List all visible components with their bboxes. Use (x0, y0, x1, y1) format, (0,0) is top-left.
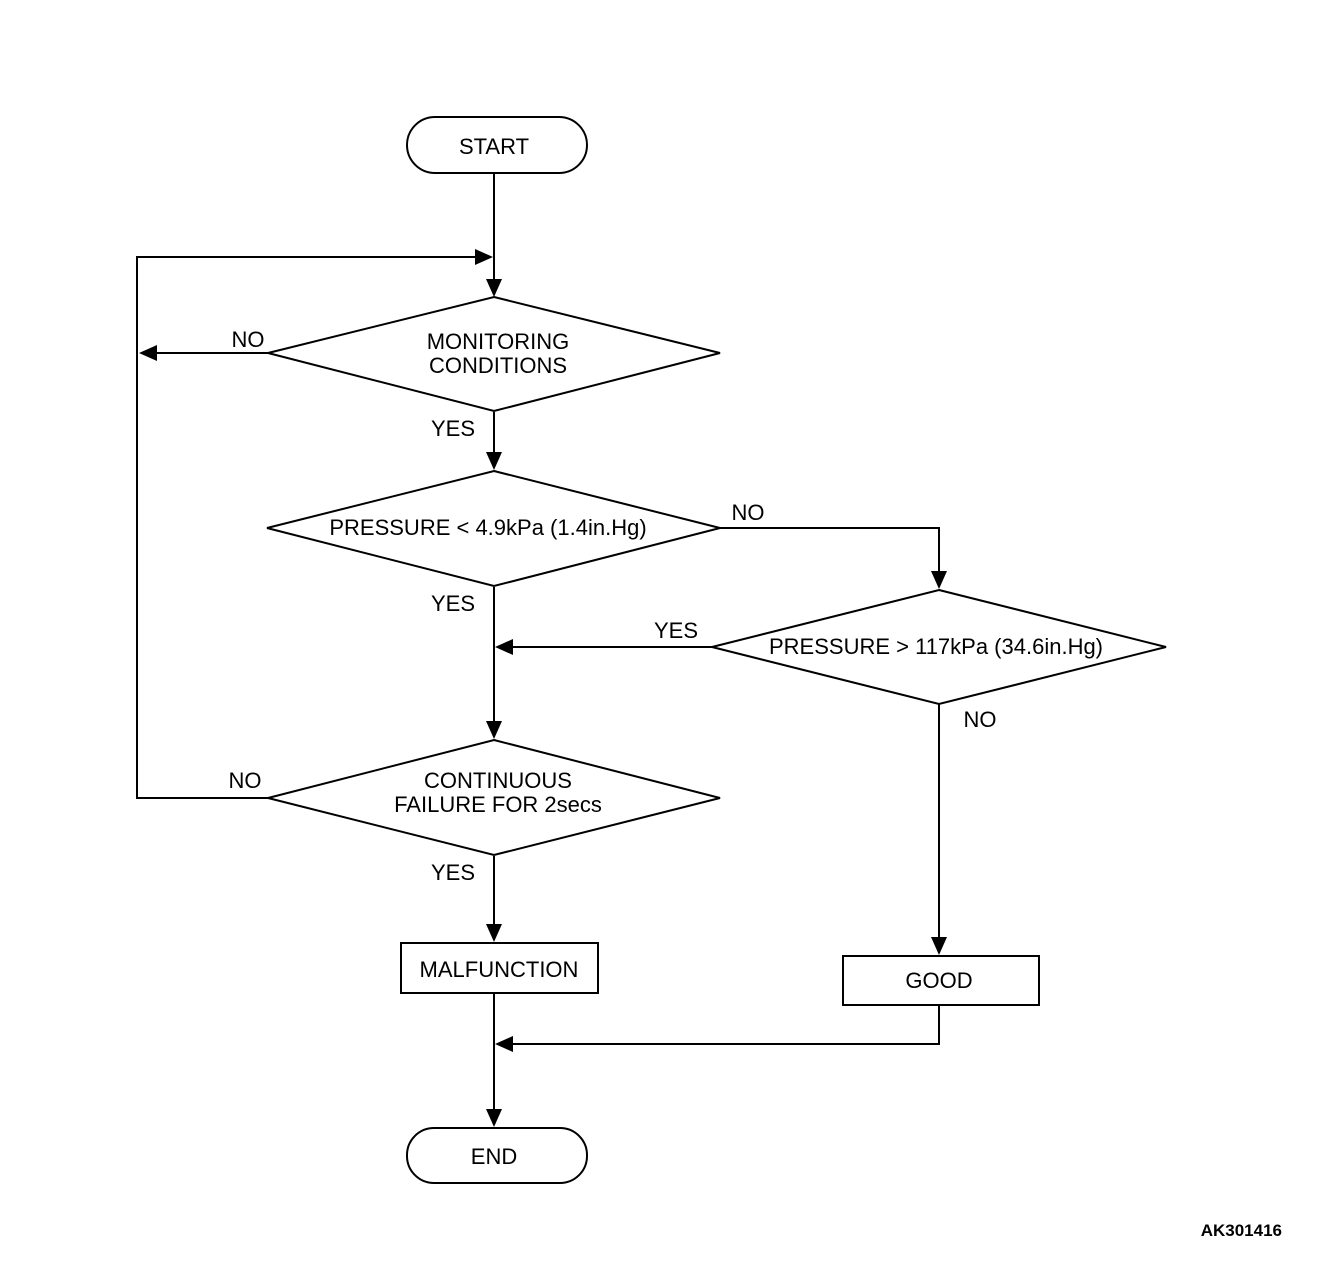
start-terminal: START (406, 116, 588, 174)
continuous-label-line-1: CONTINUOUS (424, 768, 572, 793)
pressure-low-decision: PRESSURE < 4.9kPa (1.4in.Hg) (266, 469, 721, 588)
continuous-label-line-2: FAILURE FOR 2secs (394, 792, 602, 817)
arrowhead-left-good-merge (495, 1036, 513, 1052)
pressure-low-label: PRESSURE < 4.9kPa (1.4in.Hg) (329, 515, 646, 540)
malfunction-box: MALFUNCTION (400, 942, 599, 994)
connector-good-to-end (512, 1005, 940, 1045)
start-label: START (459, 134, 529, 159)
pressure-high-label: PRESSURE > 117kPa (34.6in.Hg) (769, 634, 1103, 659)
continuous-failure-decision: CONTINUOUS FAILURE FOR 2secs (267, 738, 721, 857)
arrowhead-down-pressure-high (931, 571, 947, 589)
pressure-low-no-label: NO (732, 500, 765, 525)
continuous-no-label: NO (229, 768, 262, 793)
pressure-high-yes-label: YES (654, 618, 698, 643)
connector-loop-back (136, 256, 476, 799)
good-label: GOOD (905, 968, 972, 993)
figure-code: AK301416 (1201, 1221, 1282, 1240)
good-box: GOOD (842, 955, 1040, 1006)
arrowhead-down-monitoring (486, 279, 502, 297)
end-terminal: END (406, 1127, 588, 1184)
arrowhead-right-loop (475, 249, 493, 265)
continuous-yes-label: YES (431, 860, 475, 885)
connectors (136, 173, 940, 1110)
arrowheads (139, 249, 947, 1127)
monitoring-no-label: NO (232, 327, 265, 352)
malfunction-label: MALFUNCTION (420, 957, 579, 982)
arrowhead-down-continuous (486, 721, 502, 739)
arrowhead-down-pressure-low (486, 452, 502, 470)
arrowhead-left-monitoring-no (139, 345, 157, 361)
end-label: END (471, 1144, 517, 1169)
arrowhead-down-end (486, 1109, 502, 1127)
pressure-low-yes-label: YES (431, 591, 475, 616)
pressure-high-decision: PRESSURE > 117kPa (34.6in.Hg) (711, 588, 1167, 706)
monitoring-label-line-2: CONDITIONS (429, 353, 567, 378)
edge-labels: NO YES NO YES YES NO NO YES (229, 327, 997, 885)
connector-pressure-low-no (720, 527, 940, 572)
monitoring-conditions-decision: MONITORING CONDITIONS (267, 295, 721, 413)
arrowhead-left-pressure-high-yes (495, 639, 513, 655)
monitoring-yes-label: YES (431, 416, 475, 441)
monitoring-label-line-1: MONITORING (427, 329, 570, 354)
arrowhead-down-malfunction (486, 924, 502, 942)
pressure-high-no-label: NO (964, 707, 997, 732)
arrowhead-down-good (931, 937, 947, 955)
